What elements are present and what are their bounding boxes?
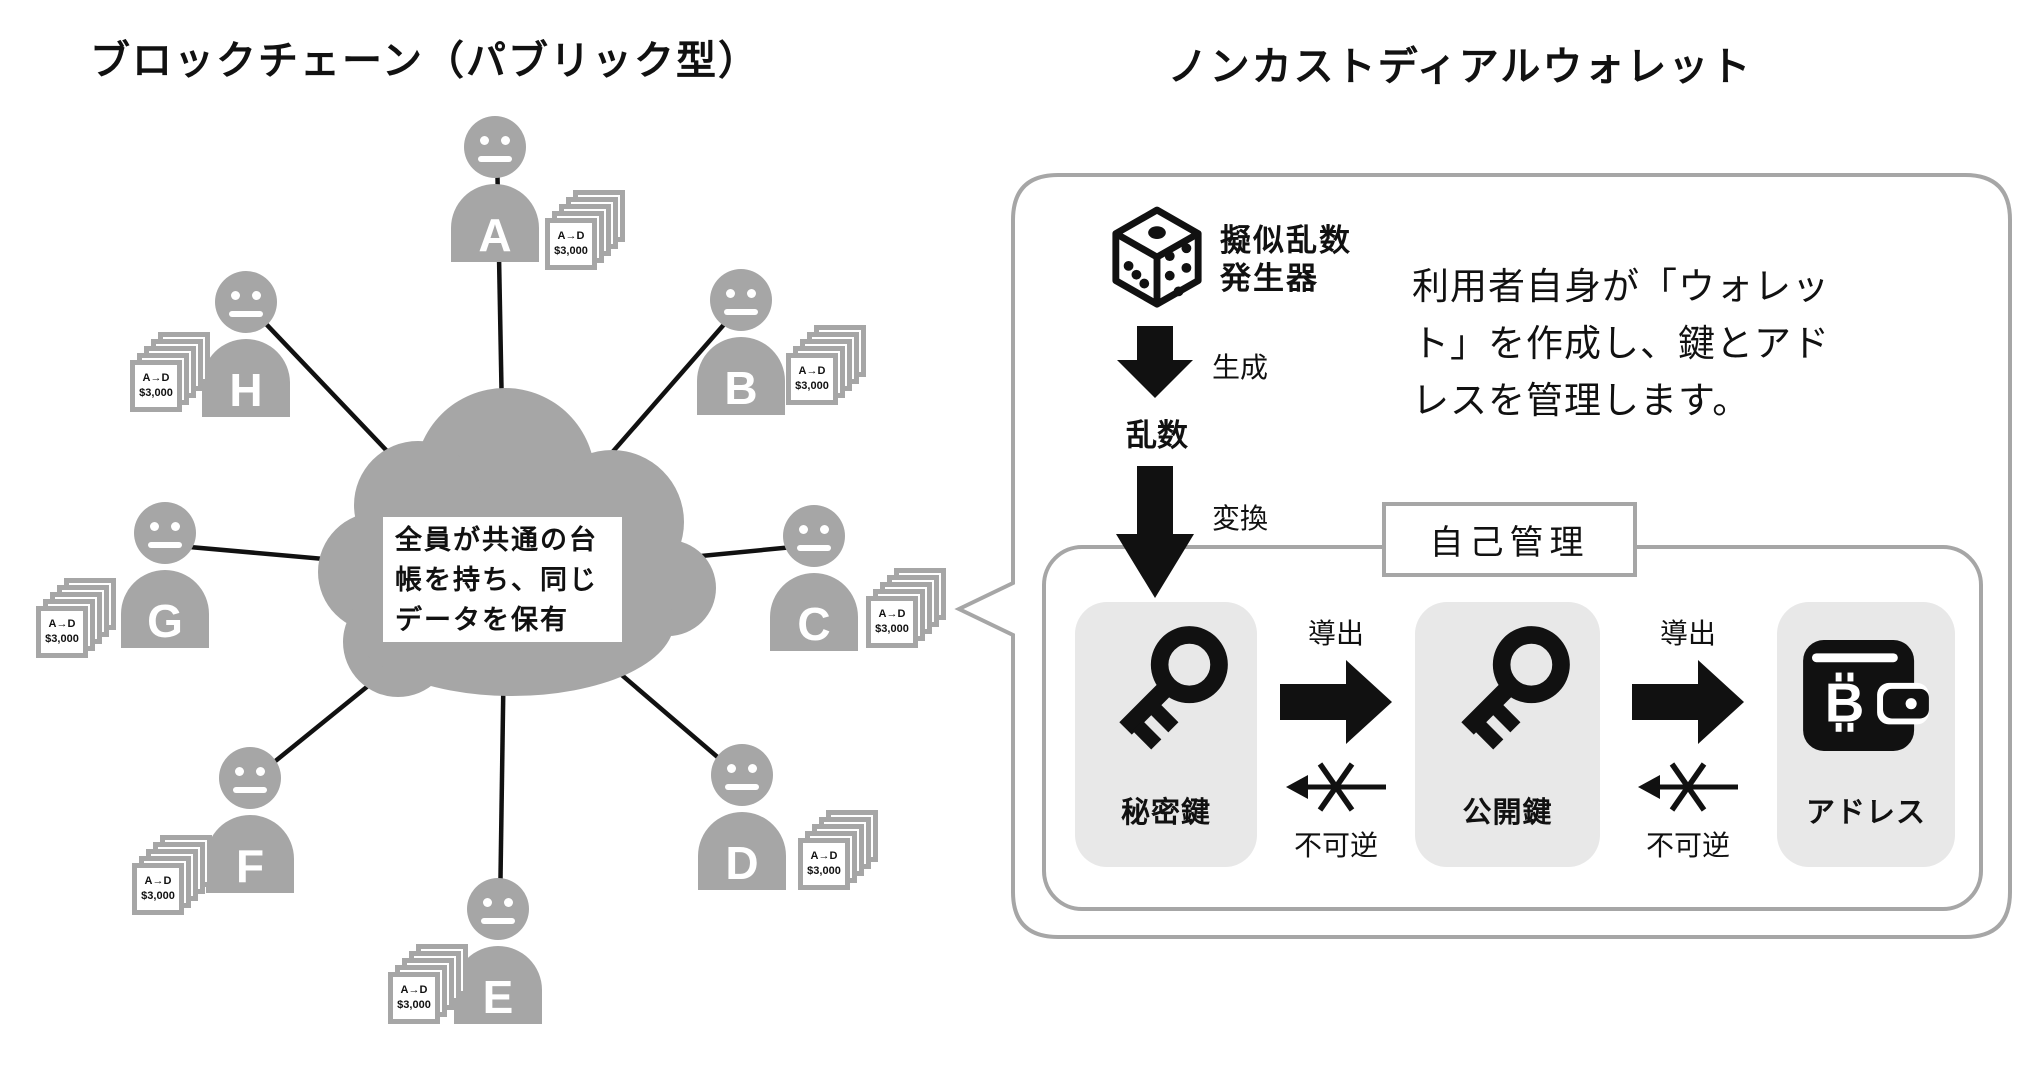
node-label: E xyxy=(482,971,514,1023)
node-label: G xyxy=(147,595,183,647)
random-number-label: 乱数 xyxy=(1126,418,1188,453)
left-panel-title: ブロックチェーン（パブリック型） xyxy=(90,39,760,83)
ledger-stack-e: A→D $3,000 xyxy=(388,944,470,1026)
person-icon xyxy=(219,747,281,809)
irreversible-label: 不可逆 xyxy=(1645,830,1730,861)
ledger-stack-h: A→D $3,000 xyxy=(130,332,212,414)
public-key-label: 公開鍵 xyxy=(1462,797,1553,829)
node-label: B xyxy=(724,362,758,414)
cloud-note-line: 帳を持ち、同じ xyxy=(395,564,598,595)
cloud-note-line: データを保有 xyxy=(395,604,569,635)
irreversible-label: 不可逆 xyxy=(1293,830,1378,861)
person-icon xyxy=(215,271,277,333)
ledger-amount: $3,000 xyxy=(807,865,841,877)
person-node-f: F xyxy=(206,747,294,893)
person-node-a: A xyxy=(451,116,539,262)
cloud-ledger-note: 全員が共通の台 帳を持ち、同じ データを保有 xyxy=(383,517,622,642)
ledger-stack-f: A→D $3,000 xyxy=(132,835,214,917)
public-key-card: 公開鍵 xyxy=(1415,602,1600,867)
person-icon xyxy=(783,505,845,567)
ledger-stack-d: A→D $3,000 xyxy=(798,810,880,892)
ledger-transaction: A→D xyxy=(557,230,585,242)
ledger-transaction: A→D xyxy=(878,608,906,620)
self-management-label-box: 自己管理 xyxy=(1382,502,1637,577)
cloud-note-line: 全員が共通の台 xyxy=(395,524,598,555)
private-key-label: 秘密鍵 xyxy=(1120,797,1211,829)
right-panel-title: ノンカストディアルウォレット xyxy=(1167,45,1753,89)
person-node-d: D xyxy=(698,744,786,890)
ledger-card: A→D $3,000 xyxy=(866,596,918,648)
ledger-transaction: A→D xyxy=(142,372,170,384)
derive-label: 導出 xyxy=(1307,618,1364,649)
no-reverse-arrow-icon xyxy=(1286,762,1386,812)
person-node-g: G xyxy=(121,502,209,648)
ledger-stack-a: A→D $3,000 xyxy=(545,190,627,272)
ledger-amount: $3,000 xyxy=(45,633,79,645)
ledger-stack-g: A→D $3,000 xyxy=(36,578,118,660)
ledger-amount: $3,000 xyxy=(875,623,909,635)
bitcoin-wallet-icon: B xyxy=(1803,640,1929,751)
key-icon xyxy=(1119,626,1228,750)
node-label: C xyxy=(797,598,831,650)
derive-label: 導出 xyxy=(1659,618,1716,649)
wallet-description: 利用者自身が「ウォレッ ト」を作成し、鍵とアド レスを管理します。 xyxy=(1412,258,1830,429)
ledger-amount: $3,000 xyxy=(397,999,431,1011)
convert-label: 変換 xyxy=(1212,503,1269,534)
address-card: B アドレス xyxy=(1777,602,1955,867)
person-icon xyxy=(710,269,772,331)
person-node-e: E xyxy=(454,878,542,1024)
down-arrow-icon xyxy=(1117,326,1193,398)
ledger-amount: $3,000 xyxy=(795,380,829,392)
ledger-stack-b: A→D $3,000 xyxy=(786,325,868,407)
down-arrow-icon xyxy=(1116,466,1194,598)
ledger-transaction: A→D xyxy=(400,984,428,996)
key-icon xyxy=(1460,626,1570,750)
ledger-card: A→D $3,000 xyxy=(388,972,440,1024)
ledger-card: A→D $3,000 xyxy=(130,360,182,412)
right-arrow-icon xyxy=(1280,660,1392,744)
derive-step-2: 導出 不可逆 xyxy=(1623,612,1753,864)
self-management-label: 自己管理 xyxy=(1429,524,1590,562)
description-line: レスを管理します。 xyxy=(1412,380,1751,421)
prng-label-line: 擬似乱数 xyxy=(1220,223,1352,258)
right-arrow-icon xyxy=(1632,660,1744,744)
node-label: F xyxy=(235,840,265,892)
ledger-amount: $3,000 xyxy=(554,245,588,257)
node-label: H xyxy=(229,364,263,416)
description-line: 利用者自身が「ウォレッ xyxy=(1412,266,1830,307)
person-node-b: B xyxy=(697,269,785,415)
ledger-transaction: A→D xyxy=(810,850,838,862)
person-icon xyxy=(134,502,196,564)
prng-label-line: 発生器 xyxy=(1220,261,1319,296)
person-node-c: C xyxy=(770,505,858,651)
description-line: ト」を作成し、鍵とアド xyxy=(1412,323,1830,364)
ledger-transaction: A→D xyxy=(48,618,76,630)
ledger-card: A→D $3,000 xyxy=(786,353,838,405)
ledger-card: A→D $3,000 xyxy=(132,863,184,915)
ledger-transaction: A→D xyxy=(798,365,826,377)
ledger-card: A→D $3,000 xyxy=(545,218,597,270)
ledger-card: A→D $3,000 xyxy=(36,606,88,658)
node-label: A xyxy=(478,209,512,261)
generate-label: 生成 xyxy=(1212,352,1269,383)
person-icon xyxy=(711,744,773,806)
node-label: D xyxy=(725,837,759,889)
dice-icon xyxy=(1112,206,1202,308)
ledger-stack-c: A→D $3,000 xyxy=(866,568,948,650)
ledger-amount: $3,000 xyxy=(141,890,175,902)
ledger-transaction: A→D xyxy=(144,875,172,887)
ledger-amount: $3,000 xyxy=(139,387,173,399)
no-reverse-arrow-icon xyxy=(1638,762,1738,812)
prng-label: 擬似乱数 発生器 xyxy=(1220,222,1352,298)
person-icon xyxy=(464,116,526,178)
derive-step-1: 導出 不可逆 xyxy=(1271,612,1401,864)
bitcoin-b-glyph: B xyxy=(1825,671,1865,733)
ledger-card: A→D $3,000 xyxy=(798,838,850,890)
address-label: アドレス xyxy=(1805,797,1926,829)
person-icon xyxy=(467,878,529,940)
private-key-card: 秘密鍵 xyxy=(1075,602,1257,867)
person-node-h: H xyxy=(202,271,290,417)
